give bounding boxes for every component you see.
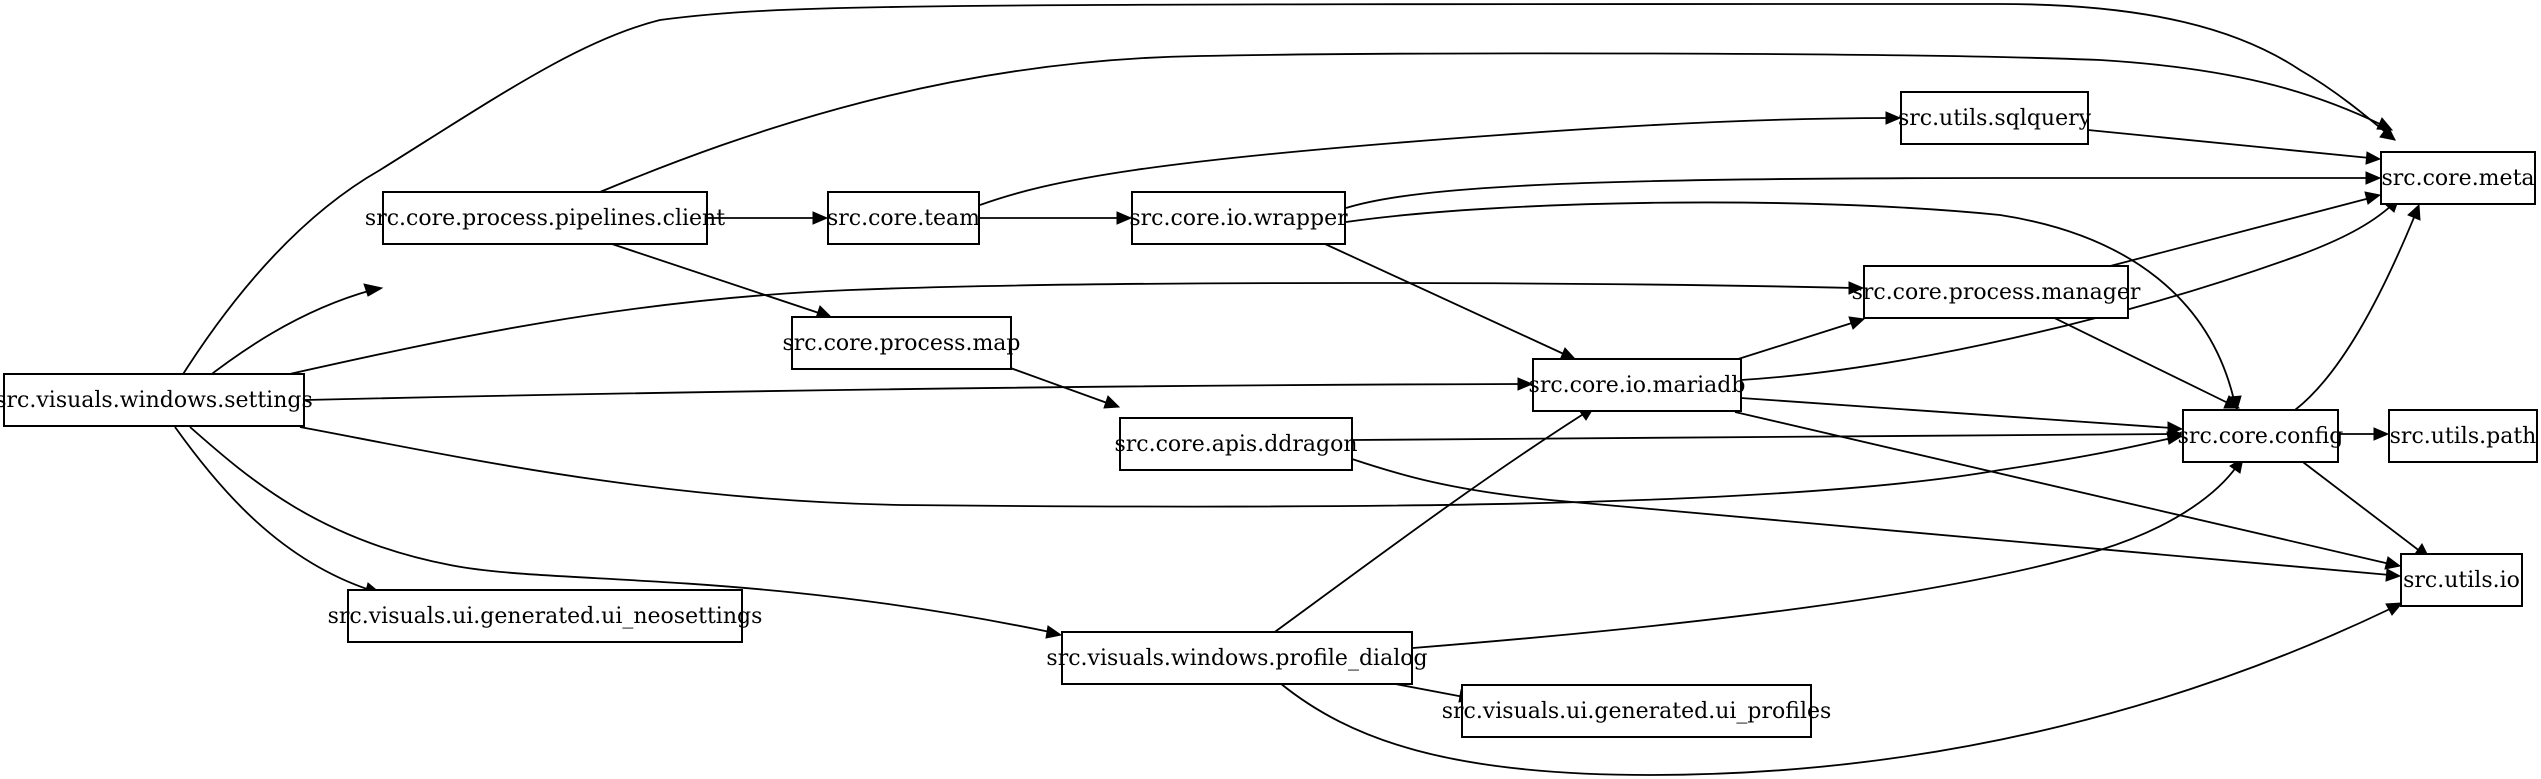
edge-config-to-meta bbox=[2294, 203, 2421, 411]
edge-settings-to-profile-dialog bbox=[189, 426, 1063, 639]
edge-manager-to-config bbox=[2029, 305, 2241, 409]
edge-settings-to-manager bbox=[239, 281, 1865, 386]
node-team: src.core.team bbox=[827, 191, 980, 245]
node-label: src.core.config bbox=[2178, 424, 2344, 449]
edge-config-to-io bbox=[2294, 455, 2430, 559]
node-pipelines-client: src.core.process.pipelines.client bbox=[365, 191, 725, 245]
node-label: src.utils.sqlquery bbox=[1898, 106, 2092, 131]
node-utils-io: src.utils.io bbox=[2400, 553, 2523, 607]
edge-mariadb-to-manager bbox=[1734, 316, 1866, 361]
edge-settings-to-meta bbox=[169, 3, 2396, 396]
node-label: src.core.meta bbox=[2381, 166, 2534, 191]
edge-sqlquery-to-meta bbox=[2087, 129, 2382, 165]
node-io-mariadb: src.core.io.mariadb bbox=[1529, 358, 1746, 412]
edge-team-to-wrapper bbox=[980, 211, 1133, 225]
node-meta: src.core.meta bbox=[2380, 151, 2536, 205]
node-label: src.core.io.mariadb bbox=[1529, 373, 1746, 398]
node-profile-dialog: src.visuals.windows.profile_dialog bbox=[1046, 631, 1428, 685]
node-label: src.core.team bbox=[827, 206, 980, 231]
node-io-wrapper: src.core.io.wrapper bbox=[1129, 191, 1348, 245]
node-label: src.visuals.ui.generated.ui_profiles bbox=[1442, 699, 1832, 724]
node-utils-path: src.utils.path bbox=[2388, 409, 2538, 463]
node-label: src.visuals.ui.generated.ui_neosettings bbox=[328, 604, 763, 629]
node-ui-neosettings: src.visuals.ui.generated.ui_neosettings bbox=[328, 589, 763, 643]
edge-pipelines-to-team bbox=[708, 211, 829, 225]
node-config: src.core.config bbox=[2178, 409, 2344, 463]
node-label: src.core.process.manager bbox=[1852, 280, 2141, 305]
edge-settings-to-mariadb bbox=[304, 377, 1534, 401]
edge-ddragon-to-io bbox=[1351, 458, 2402, 582]
edge-settings-to-neosettings bbox=[174, 426, 382, 596]
edge-config-to-path bbox=[2338, 427, 2390, 441]
node-label: src.core.process.map bbox=[782, 331, 1020, 356]
node-process-manager: src.core.process.manager bbox=[1852, 265, 2141, 319]
node-process-map: src.core.process.map bbox=[782, 316, 1021, 370]
edge-profile-dialog-to-config bbox=[1412, 456, 2244, 649]
edge-profile-dialog-to-io bbox=[1279, 602, 2404, 776]
edge-manager-to-meta bbox=[2094, 191, 2382, 271]
node-label: src.core.io.wrapper bbox=[1129, 206, 1348, 231]
node-label: src.visuals.windows.settings bbox=[0, 388, 313, 413]
edge-wrapper-to-meta bbox=[1345, 171, 2382, 209]
edge-wrapper-to-mariadb bbox=[1324, 243, 1577, 361]
edge-team-to-sqlquery bbox=[979, 111, 1902, 206]
edge-ddragon-to-config bbox=[1351, 427, 2184, 441]
node-ui-profiles: src.visuals.ui.generated.ui_profiles bbox=[1442, 684, 1832, 738]
node-label: src.core.apis.ddragon bbox=[1114, 432, 1357, 457]
node-label: src.visuals.windows.profile_dialog bbox=[1046, 646, 1427, 671]
edge-pipelines-to-meta bbox=[599, 52, 2394, 193]
node-label: src.core.process.pipelines.client bbox=[365, 206, 725, 231]
node-label: src.utils.io bbox=[2403, 568, 2520, 593]
node-apis-ddragon: src.core.apis.ddragon bbox=[1114, 417, 1358, 471]
node-settings: src.visuals.windows.settings bbox=[0, 373, 313, 427]
node-label: src.utils.path bbox=[2390, 424, 2537, 449]
node-sqlquery: src.utils.sqlquery bbox=[1898, 91, 2092, 145]
